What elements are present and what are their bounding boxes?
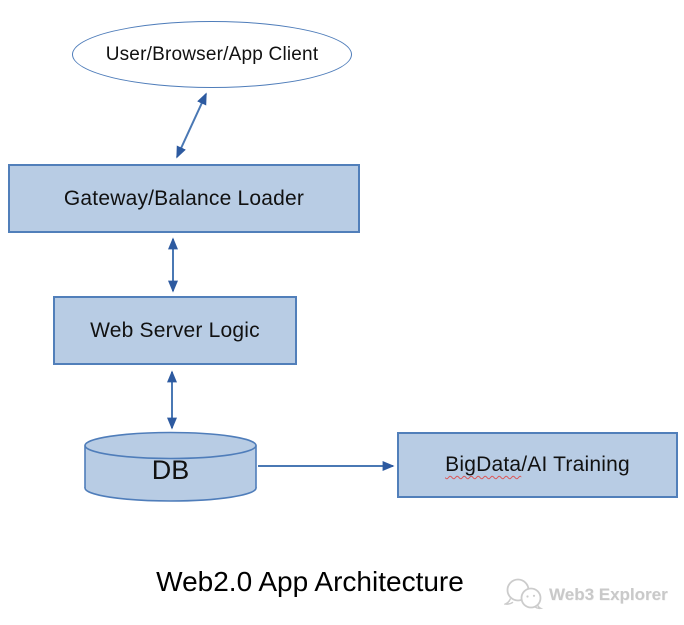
db-cylinder-shape bbox=[84, 431, 257, 502]
node-bigdata-ai-training-label: BigData/AI Training bbox=[445, 453, 630, 477]
node-gateway-balance-loader: Gateway/Balance Loader bbox=[8, 164, 360, 233]
node-db-label: DB bbox=[151, 454, 190, 485]
bigdata-label-rest: /AI Training bbox=[521, 453, 630, 476]
watermark: Web3 Explorer bbox=[504, 577, 668, 613]
node-bigdata-ai-training: BigData/AI Training bbox=[397, 432, 678, 498]
bigdata-misspelled-word: BigData bbox=[445, 453, 522, 476]
watermark-label: Web3 Explorer bbox=[549, 585, 668, 604]
node-user-browser-app-client-label: User/Browser/App Client bbox=[105, 43, 319, 65]
node-db: DB bbox=[84, 447, 257, 493]
chat-bubbles-logo-icon bbox=[504, 578, 544, 610]
edge-client-gateway-arrow bbox=[176, 92, 207, 159]
node-gateway-balance-loader-label: Gateway/Balance Loader bbox=[63, 186, 305, 210]
node-web-server-logic: Web Server Logic bbox=[53, 296, 297, 365]
node-web-server-logic-label: Web Server Logic bbox=[90, 318, 260, 342]
node-user-browser-app-client: User/Browser/App Client bbox=[72, 21, 352, 88]
diagram-title: Web2.0 App Architecture bbox=[156, 566, 464, 597]
